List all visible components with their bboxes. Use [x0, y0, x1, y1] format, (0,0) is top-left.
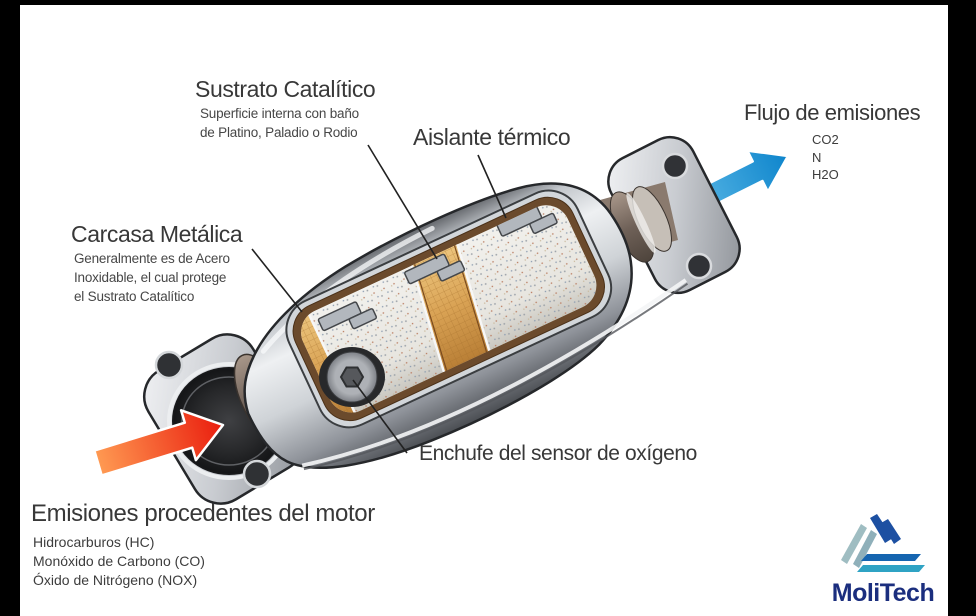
leader-lines	[251, 144, 507, 454]
enchufe-label: Enchufe del sensor de oxígeno	[419, 442, 697, 465]
carcasa-sub-line1: Generalmente es de Acero	[74, 251, 230, 266]
emisiones-item-co: Monóxido de Carbono (CO)	[33, 553, 205, 569]
sustrato-sub-line2: de Platino, Paladio o Rodio	[200, 125, 358, 140]
carcasa-sublabel: Generalmente es de Acero Inoxidable, el …	[74, 249, 230, 306]
aislante-leader-line	[477, 154, 507, 219]
outlet-bolt-hole-bottom	[685, 252, 713, 280]
flujo-item-n: N	[812, 149, 822, 165]
catalytic-substrate-band	[410, 243, 491, 373]
frame-left-bar	[0, 0, 20, 616]
sustrato-label: Sustrato Catalítico	[195, 76, 376, 102]
retainer-plates	[317, 206, 558, 332]
carcasa-sub-line2: Inoxidable, el cual protege	[74, 270, 227, 285]
carcasa-sub-line3: el Sustrato Catalítico	[74, 289, 195, 304]
emisiones-item-hc: Hidrocarburos (HC)	[33, 534, 155, 550]
inlet-bolt-hole-top	[154, 350, 184, 380]
enchufe-leader-line	[352, 379, 408, 454]
frame-top-bar	[0, 0, 976, 5]
flujo-item-h2o: H2O	[812, 167, 839, 182]
carcasa-label: Carcasa Metálica	[71, 221, 243, 247]
outlet-bolt-hole-top	[661, 152, 689, 180]
molitech-logo-icon	[841, 514, 925, 572]
emisiones-item-nox: Óxido de Nitrógeno (NOX)	[33, 572, 198, 588]
carcasa-leader-line	[251, 248, 303, 313]
hex-bolt-icon	[339, 366, 365, 388]
oxygen-sensor-plug	[319, 347, 385, 407]
molitech-logo-text: MoliTech	[831, 579, 935, 607]
inlet-bolt-hole-bottom	[242, 459, 272, 489]
molitech-logo: MoliTech	[824, 512, 942, 607]
inlet-arrow-icon	[93, 409, 225, 477]
aislante-label: Aislante térmico	[413, 124, 571, 150]
sustrato-sublabel: Superficie interna con baño de Platino, …	[200, 104, 359, 142]
frame-right-bar	[948, 0, 976, 616]
emisiones-label: Emisiones procedentes del motor	[31, 500, 375, 527]
sustrato-sub-line1: Superficie interna con baño	[200, 106, 359, 121]
emisiones-compounds-list: Hidrocarburos (HC) Monóxido de Carbono (…	[33, 533, 205, 590]
flujo-label: Flujo de emisiones	[744, 100, 921, 125]
outlet-flange	[600, 135, 790, 295]
flujo-compounds-list: CO2 N H2O	[812, 131, 839, 184]
sustrato-leader-line	[367, 144, 438, 260]
flujo-item-co2: CO2	[812, 132, 839, 147]
